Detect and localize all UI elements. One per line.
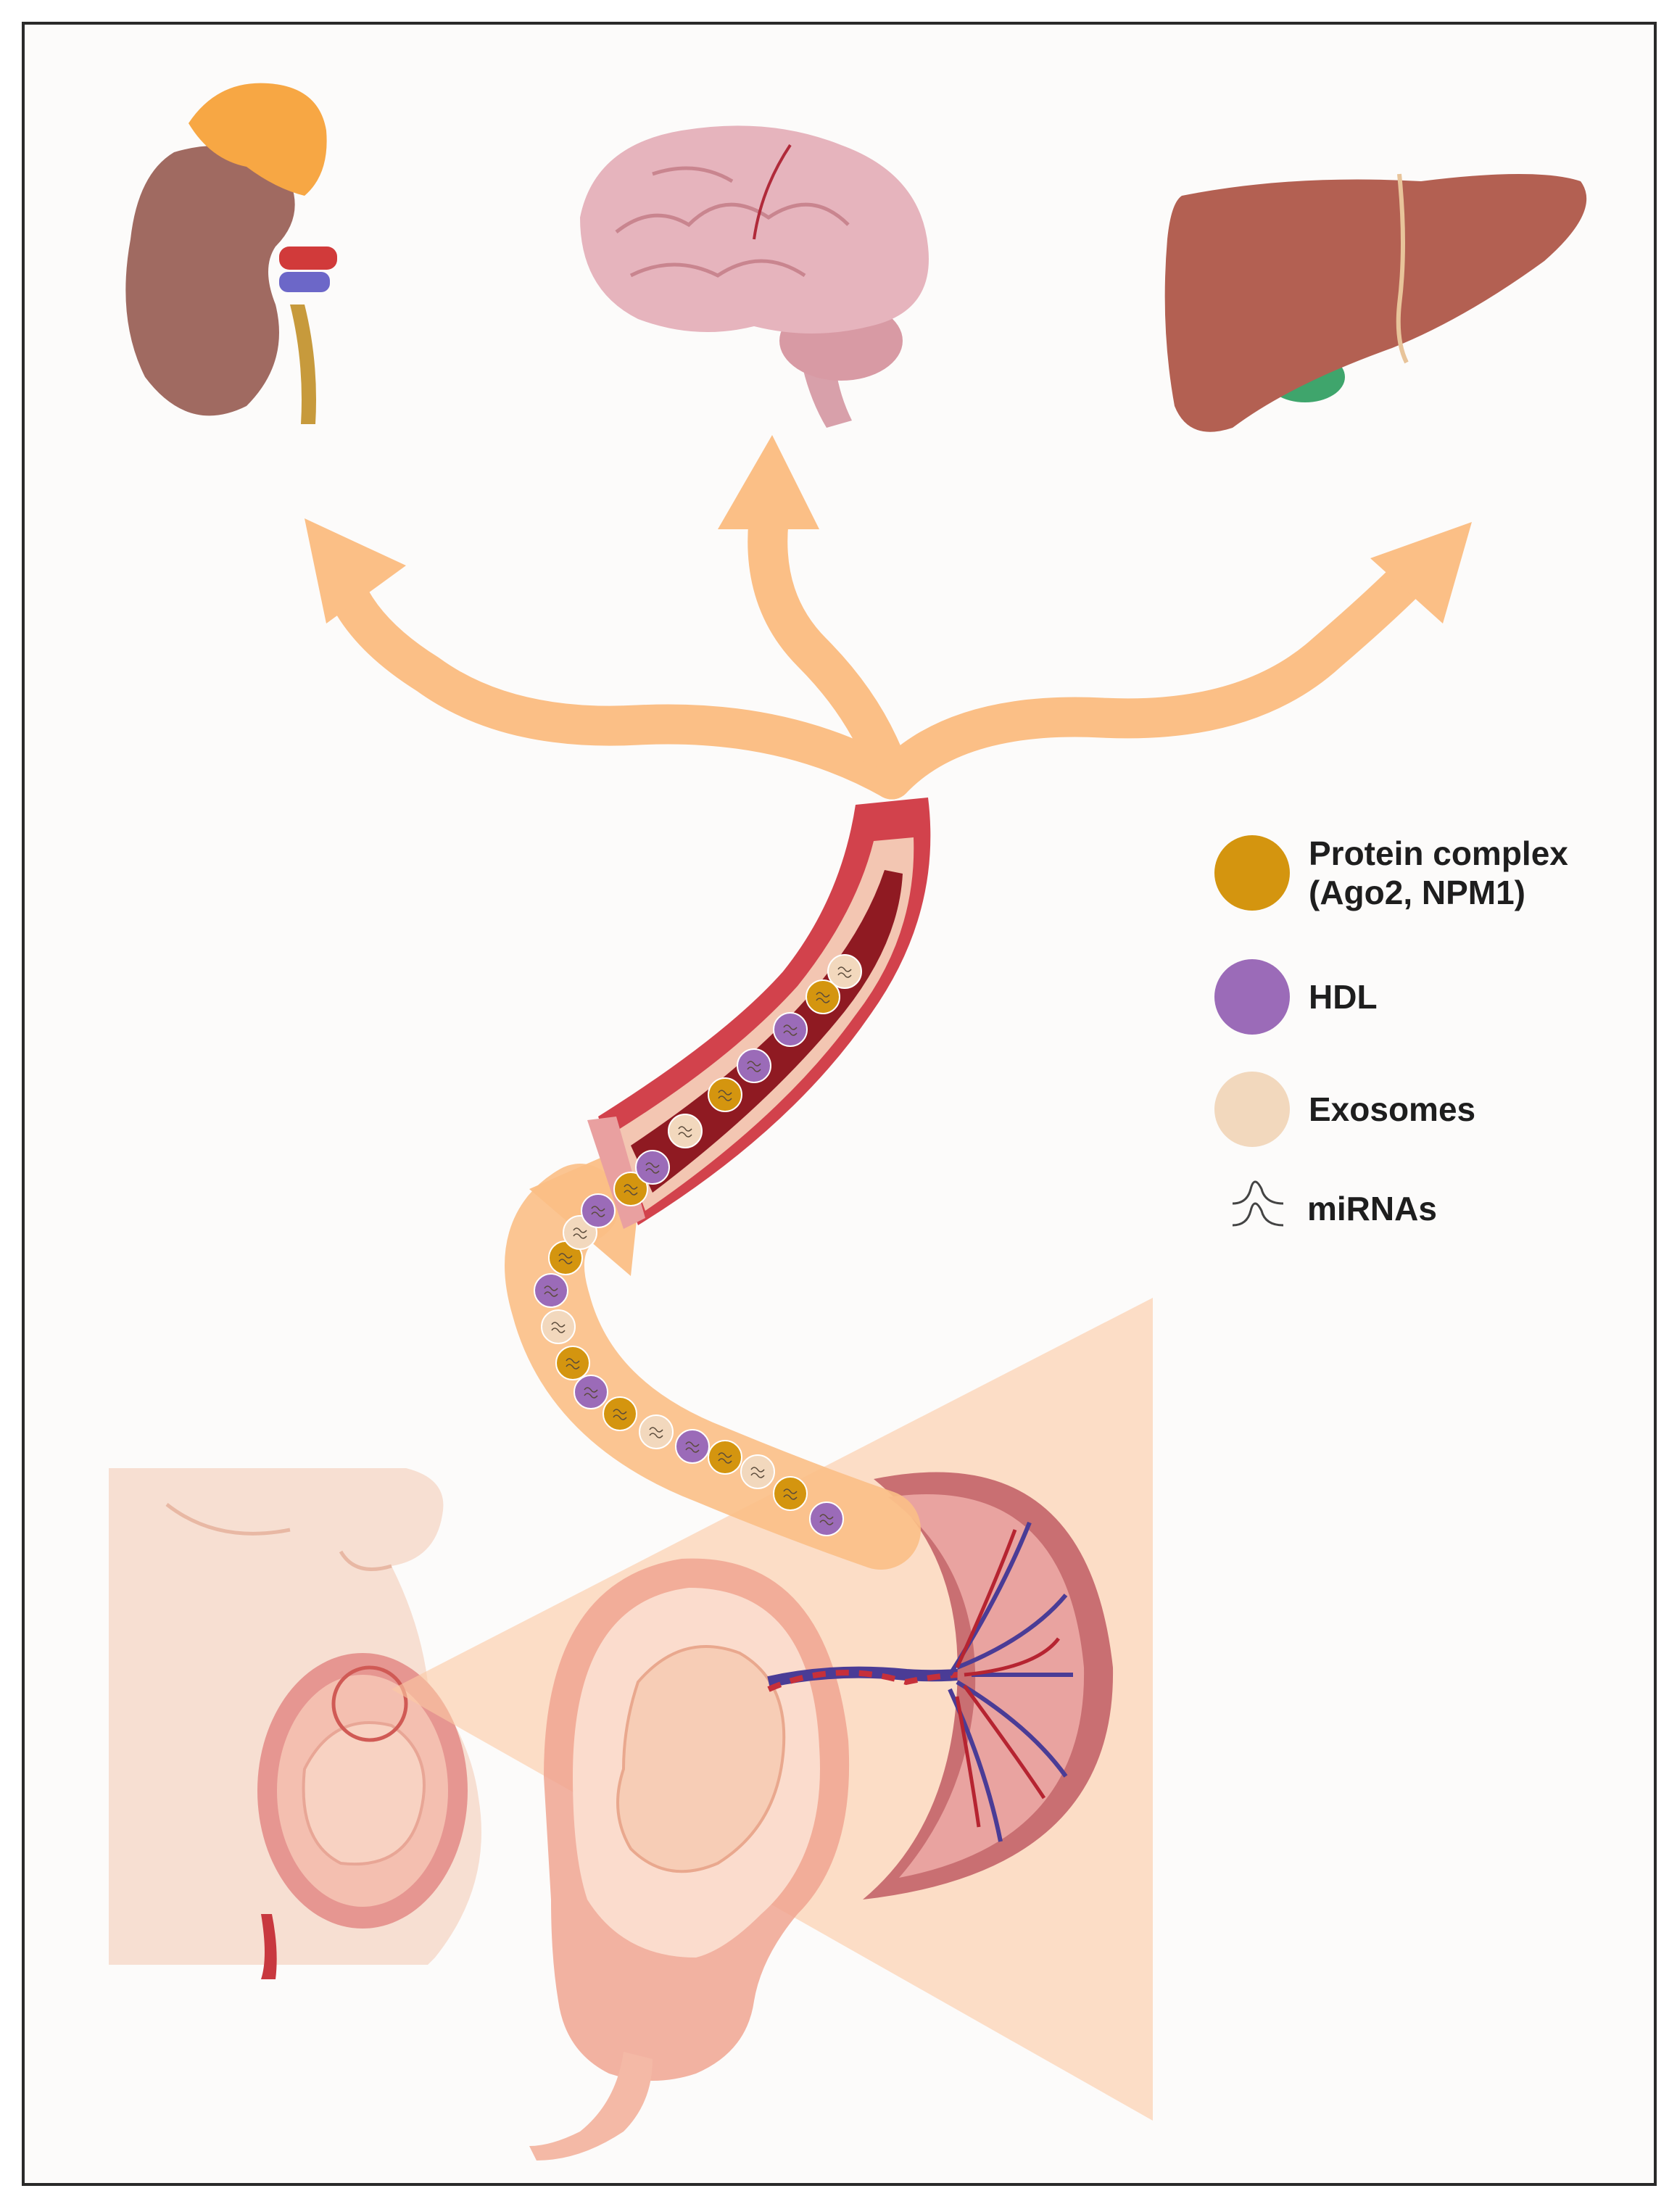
mirna-mark [718, 1452, 732, 1464]
mirna-mark [645, 1162, 660, 1174]
liver-icon [1164, 173, 1587, 432]
mirna-mark [783, 1024, 798, 1036]
placenta-illustration [863, 1472, 1114, 1900]
protein-particle [806, 979, 840, 1014]
hdl-particle [534, 1273, 568, 1308]
uterus-fetus-illustration [529, 1558, 1009, 2161]
mirna-mark [837, 966, 852, 978]
mirna-mark [566, 1358, 580, 1370]
mirna-mark [544, 1285, 558, 1297]
hdl-particle [737, 1048, 771, 1083]
mirna-mark [649, 1427, 663, 1438]
mirna-mark [783, 1488, 798, 1500]
mirna-mark [718, 1090, 732, 1101]
hdl-particle [675, 1429, 710, 1464]
arrow-head-brain [718, 435, 819, 529]
mirna-mark [819, 1514, 834, 1525]
mirna-mark [584, 1387, 598, 1399]
mirna-mark [747, 1061, 761, 1072]
exosomes-swatch [1214, 1072, 1290, 1147]
vessel-lumen [631, 870, 903, 1193]
protein-particle [603, 1396, 637, 1431]
mirna-mark [591, 1206, 605, 1217]
mirna-mark [558, 1253, 573, 1264]
falciform-ligament [1396, 173, 1409, 364]
renal-artery [279, 247, 337, 270]
mirna-mark [624, 1184, 638, 1196]
exosome-particle [827, 954, 862, 989]
mirna-mark [678, 1126, 692, 1138]
carrier-particles [534, 954, 862, 1536]
arrow-head-kidney [305, 518, 406, 624]
exosome-particle [541, 1309, 576, 1344]
hdl-particle [581, 1193, 616, 1228]
kidney-adrenal-icon [125, 83, 337, 424]
hdl-particle [773, 1012, 808, 1047]
adrenal-gland [189, 83, 327, 196]
legend-label-mirnas: miRNAs [1307, 1190, 1437, 1227]
hdl-particle [635, 1150, 670, 1185]
uterus-small-icon [257, 1653, 468, 1979]
legend-item-protein-complex: Protein complex (Ago2, NPM1) [1214, 834, 1568, 912]
mirna-icon [1232, 1180, 1284, 1227]
kidney [125, 146, 295, 416]
arrow-to-kidney [328, 574, 912, 800]
exosome-particle [668, 1114, 703, 1148]
carrier-path-arrow [505, 1164, 921, 1570]
legend-protein-line2: (Ago2, NPM1) [1309, 874, 1525, 911]
arrow-to-brain [748, 502, 912, 800]
hdl-swatch [1214, 959, 1290, 1035]
protein-particle [613, 1172, 648, 1206]
mirna-mark [613, 1409, 627, 1420]
legend-item-mirnas: miRNAs [1307, 1189, 1437, 1228]
hdl-particle [574, 1375, 608, 1409]
circulation-arrow [505, 1138, 921, 1570]
protein-particle [555, 1346, 590, 1380]
legend-item-exosomes: Exosomes [1214, 1072, 1475, 1147]
breast-outline-2 [339, 1550, 392, 1571]
mirna-mark [573, 1227, 587, 1239]
mirna-mark [750, 1467, 765, 1478]
legend-protein-line1: Protein complex [1309, 834, 1568, 872]
legend-label-protein-complex: Protein complex (Ago2, NPM1) [1309, 834, 1568, 912]
ureter [290, 305, 316, 424]
arrow-to-liver [871, 552, 1434, 800]
fetus [616, 1645, 786, 1873]
mirna-mark [685, 1441, 700, 1453]
legend-item-hdl: HDL [1214, 959, 1378, 1035]
protein-particle [708, 1440, 742, 1475]
renal-vein [279, 272, 330, 292]
breast-outline [165, 1503, 291, 1536]
mirna-mark [816, 992, 830, 1003]
brain-icon [580, 125, 929, 428]
distribution-arrows [305, 435, 1472, 800]
pregnant-woman-illustration [109, 1468, 481, 1979]
hdl-particle [809, 1501, 844, 1536]
protein-complex-swatch [1214, 835, 1290, 911]
legend-label-exosomes: Exosomes [1309, 1090, 1476, 1128]
protein-particle [708, 1077, 742, 1112]
legend-label-hdl: HDL [1309, 978, 1378, 1016]
arrow-head-liver [1370, 522, 1472, 624]
mirna-mark [551, 1322, 566, 1333]
exosome-particle [639, 1414, 674, 1449]
protein-particle [773, 1476, 808, 1511]
liver [1164, 174, 1587, 432]
cervix [529, 2052, 653, 2161]
exosome-particle [740, 1454, 775, 1489]
